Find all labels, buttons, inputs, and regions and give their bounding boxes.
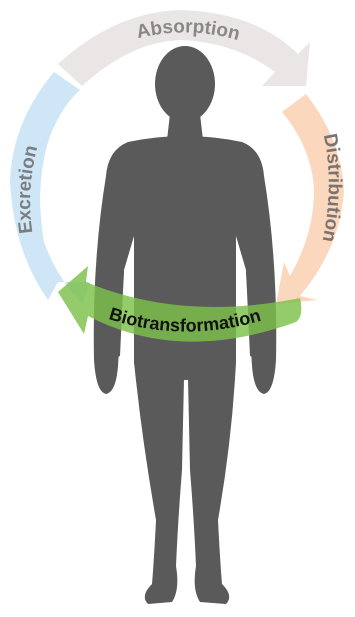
absorption-arc	[58, 10, 310, 86]
right-leg-shape	[188, 362, 236, 604]
left-leg-shape	[134, 362, 184, 604]
head-shape	[155, 46, 215, 122]
neck-shape	[167, 114, 203, 140]
left-arm-shape	[93, 176, 124, 394]
excretion-arc	[10, 72, 90, 304]
biotransformation-arrow	[58, 266, 302, 342]
torso-shape	[102, 136, 268, 380]
distribution-arc	[276, 94, 344, 304]
right-arm-shape	[246, 176, 277, 394]
